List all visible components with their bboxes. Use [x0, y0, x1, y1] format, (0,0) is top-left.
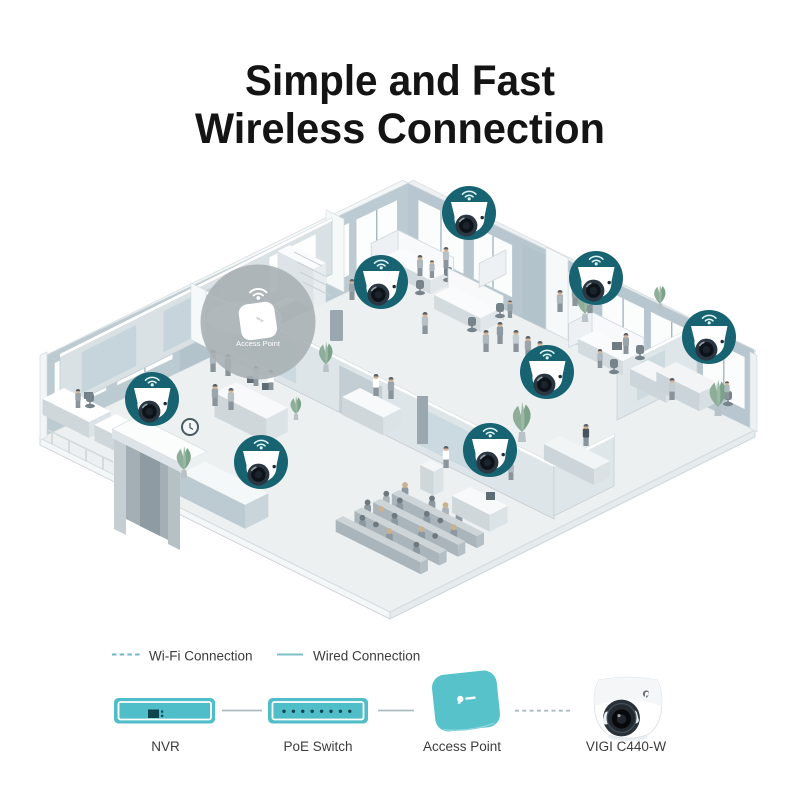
svg-text:Access Point: Access Point — [236, 339, 281, 348]
svg-text:NVR: NVR — [151, 739, 180, 754]
svg-text:PoE Switch: PoE Switch — [283, 739, 352, 754]
svg-text:VIGI C440-W: VIGI C440-W — [586, 739, 667, 754]
svg-text:Wireless Connection: Wireless Connection — [195, 106, 605, 153]
svg-text:Wired Connection: Wired Connection — [313, 649, 420, 664]
svg-text:Simple and Fast: Simple and Fast — [245, 58, 555, 105]
svg-text:Access Point: Access Point — [423, 739, 501, 754]
svg-text:Wi-Fi Connection: Wi-Fi Connection — [149, 649, 253, 664]
